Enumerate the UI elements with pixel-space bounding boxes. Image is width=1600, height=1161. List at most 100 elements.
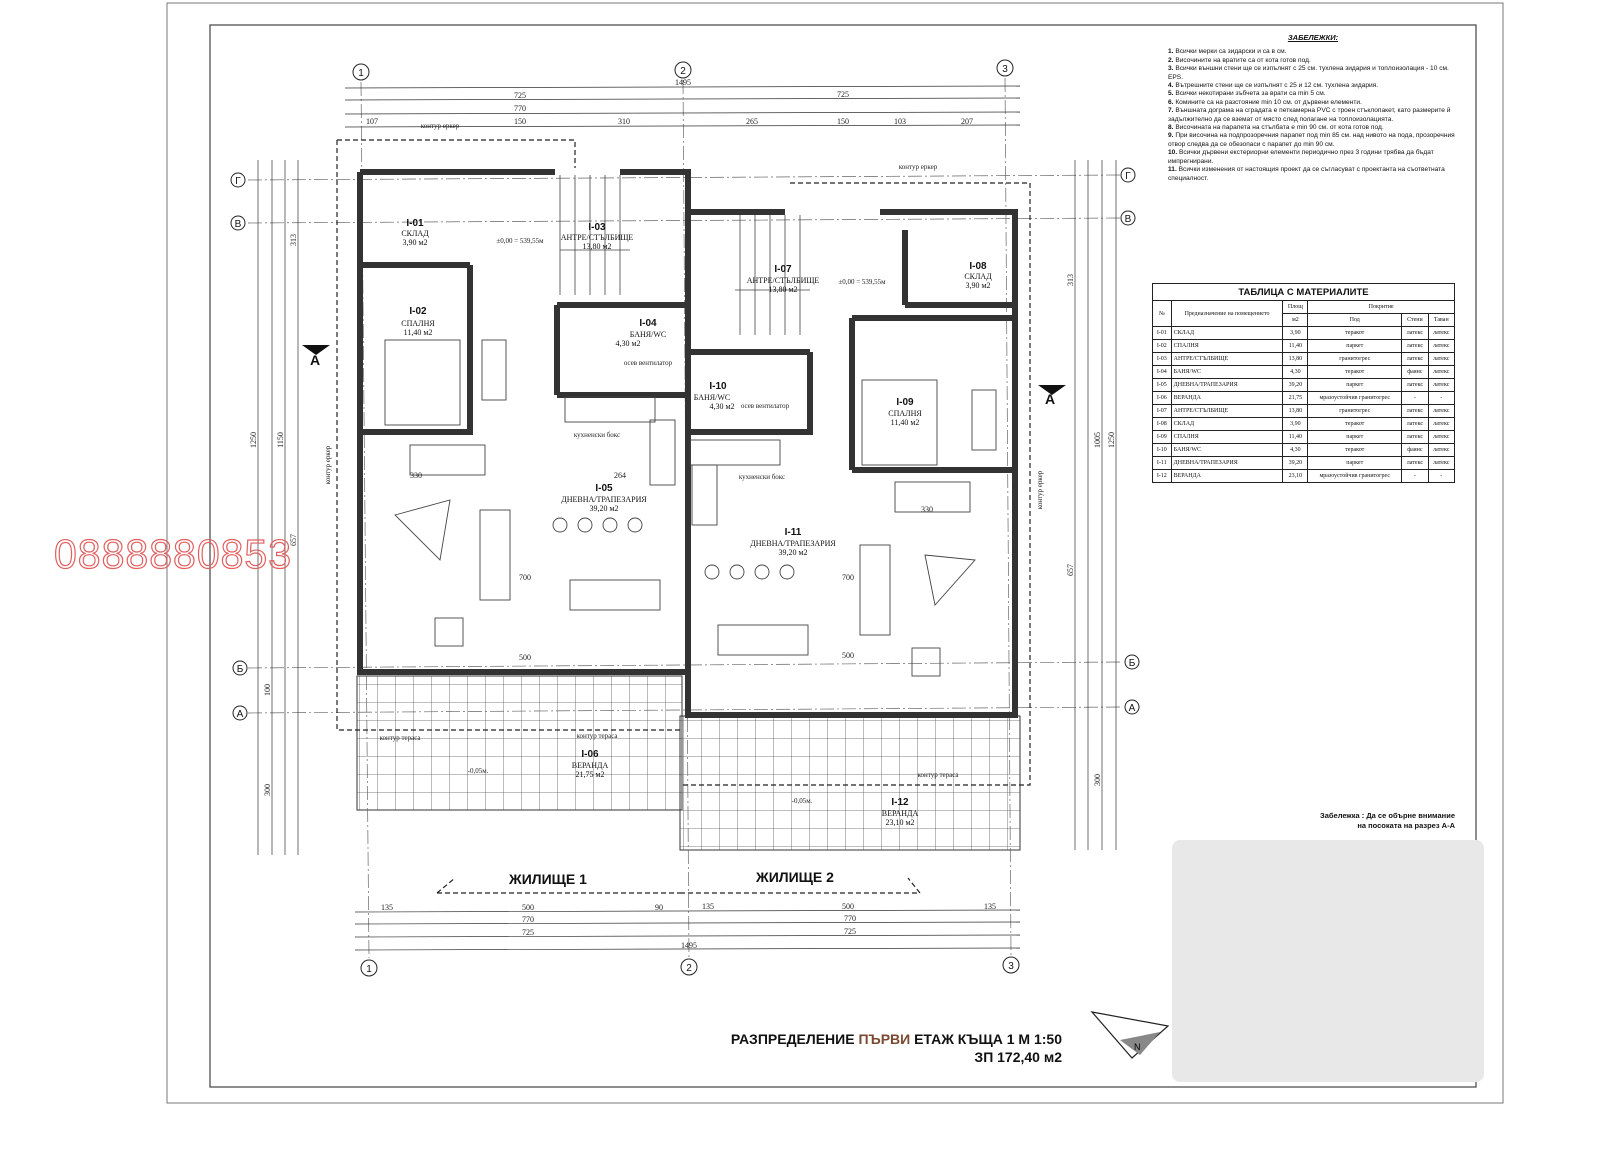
svg-text:23,10 м2: 23,10 м2 <box>885 818 914 827</box>
svg-text:Г: Г <box>1125 171 1131 182</box>
note-item: 8. Височината на парапета на стълбата е … <box>1168 124 1384 132</box>
axis-bubble-3-bottom: 3 <box>1002 956 1020 974</box>
svg-text:Б: Б <box>1129 658 1136 669</box>
dim-interior: 330 <box>410 471 422 480</box>
dim-side: 657 <box>1066 564 1075 576</box>
axis-bubble-2-bottom: 2 <box>680 958 698 976</box>
svg-text:СКЛАД: СКЛАД <box>401 229 429 238</box>
dim-side: 1250 <box>249 432 258 448</box>
table-cell: 3,90 <box>1282 417 1309 431</box>
table-cell: гранитогрес <box>1307 404 1403 418</box>
dim-bottom-part: 135 <box>702 902 714 911</box>
dim-side: 300 <box>263 784 272 796</box>
svg-text:3,90 м2: 3,90 м2 <box>402 238 427 247</box>
sheet-border-outer <box>166 2 1504 1104</box>
table-cell: 39,20 <box>1282 378 1309 392</box>
table-cell: гранитогрес <box>1307 352 1403 366</box>
svg-text:2: 2 <box>686 963 692 974</box>
table-cell: 11,40 <box>1282 430 1309 444</box>
dim-house-bottom: 770 <box>844 914 856 923</box>
table-cell: СПАЛНЯ <box>1170 339 1284 353</box>
dim-half-top-1: 725 <box>514 91 526 100</box>
table-cell: фаянс <box>1401 365 1429 379</box>
table-cell: латекс <box>1427 352 1456 366</box>
svg-text:39,20 м2: 39,20 м2 <box>778 548 807 557</box>
svg-text:I-07: I-07 <box>774 264 792 275</box>
table-cell: 4,30 <box>1282 443 1309 457</box>
svg-text:Б: Б <box>237 664 244 675</box>
note-item: 11. Всички изменения от настоящия проект… <box>1168 166 1445 182</box>
dim-side: 657 <box>289 534 298 546</box>
table-cell: ВЕРАНДА <box>1170 391 1284 405</box>
axis-bubble-v-right: В <box>1120 210 1136 226</box>
svg-text:I-03: I-03 <box>588 222 606 233</box>
svg-text:ДНЕВНА/ТРАПЕЗАРИЯ: ДНЕВНА/ТРАПЕЗАРИЯ <box>750 539 836 548</box>
svg-text:11,40 м2: 11,40 м2 <box>404 328 433 337</box>
svg-text:3: 3 <box>1008 961 1014 972</box>
walls-dwelling-2 <box>685 209 1018 718</box>
axis-bubble-1-bottom: 1 <box>360 959 378 977</box>
sheet-border-inner <box>209 24 1477 1088</box>
dim-interior: 500 <box>842 651 854 660</box>
dim-side: 100 <box>263 684 272 696</box>
svg-text:1: 1 <box>358 68 364 79</box>
veranda-1-tiles <box>356 675 683 811</box>
contour-bay-label: контур еркер <box>1036 470 1044 509</box>
svg-text:БАНЯ/WC: БАНЯ/WC <box>694 393 731 402</box>
veranda-2-tiles <box>679 715 1021 851</box>
table-cell: теракот <box>1307 365 1403 379</box>
table-cell: латекс <box>1427 378 1456 392</box>
axis-bubble-a-left: А <box>232 705 248 721</box>
note-item: 5. Всички некотирани зъбчета за врати са… <box>1168 90 1326 98</box>
dim-interior: 264 <box>614 471 626 480</box>
level-mark-1: ±0,00 = 539,55м <box>496 237 544 245</box>
section-marker-left: А <box>310 352 320 368</box>
svg-text:4,30 м2: 4,30 м2 <box>709 402 734 411</box>
svg-text:ДНЕВНА/ТРАПЕЗАРИЯ: ДНЕВНА/ТРАПЕЗАРИЯ <box>561 495 647 504</box>
axis-bubble-2-top: 2 <box>674 61 692 79</box>
table-cell: I-04 <box>1152 365 1172 379</box>
svg-text:I-10: I-10 <box>709 381 727 392</box>
grid-lines <box>247 77 1121 959</box>
table-cell: - <box>1401 469 1429 483</box>
dwelling-1-label: ЖИЛИЩЕ 1 <box>508 871 587 887</box>
svg-text:СПАЛНЯ: СПАЛНЯ <box>888 409 922 418</box>
svg-text:I-05: I-05 <box>595 483 613 494</box>
note-item: 7. Външната дограма на сградата е петкам… <box>1168 107 1451 123</box>
table-cell: I-06 <box>1152 391 1172 405</box>
svg-text:I-04: I-04 <box>639 318 657 329</box>
contour-terrace-label: контур тераса <box>379 734 421 742</box>
col-header-walls: Стени <box>1401 313 1429 327</box>
svg-text:I-06: I-06 <box>581 749 599 760</box>
notes-heading: ЗАБЕЛЕЖКИ: <box>1287 33 1339 42</box>
svg-text:3: 3 <box>1002 64 1008 75</box>
note-item: 10. Всички дървени екстериорни елементи … <box>1168 149 1434 165</box>
materials-table-title: ТАБЛИЦА С МАТЕРИАЛИТЕ <box>1152 283 1455 301</box>
dim-half-bottom: 725 <box>522 928 534 937</box>
table-cell: мразоустойчив гранитогрес <box>1307 469 1403 483</box>
dim-top-part: 265 <box>746 117 758 126</box>
col-header-area: Площ <box>1282 300 1309 314</box>
table-cell: I-12 <box>1152 469 1172 483</box>
col-header-no: № <box>1152 300 1172 327</box>
table-cell: 39,20 <box>1282 456 1309 470</box>
svg-text:21,75 м2: 21,75 м2 <box>575 770 604 779</box>
table-cell: ДНЕВНА/ТРАПЕЗАРИЯ <box>1170 378 1284 392</box>
drawing-title: РАЗПРЕДЕЛЕНИЕ ПЪРВИ ЕТАЖ КЪЩА 1 М 1:50 З… <box>660 1030 1062 1066</box>
built-area: ЗП 172,40 м2 <box>974 1049 1062 1065</box>
note-item: 4. Вътрешните стени ще се изпълнят с 25 … <box>1168 82 1379 90</box>
dim-house-bottom: 770 <box>522 915 534 924</box>
table-cell: АНТРЕ/СТЪЛБИЩЕ <box>1170 352 1284 366</box>
svg-text:I-02: I-02 <box>409 306 427 317</box>
